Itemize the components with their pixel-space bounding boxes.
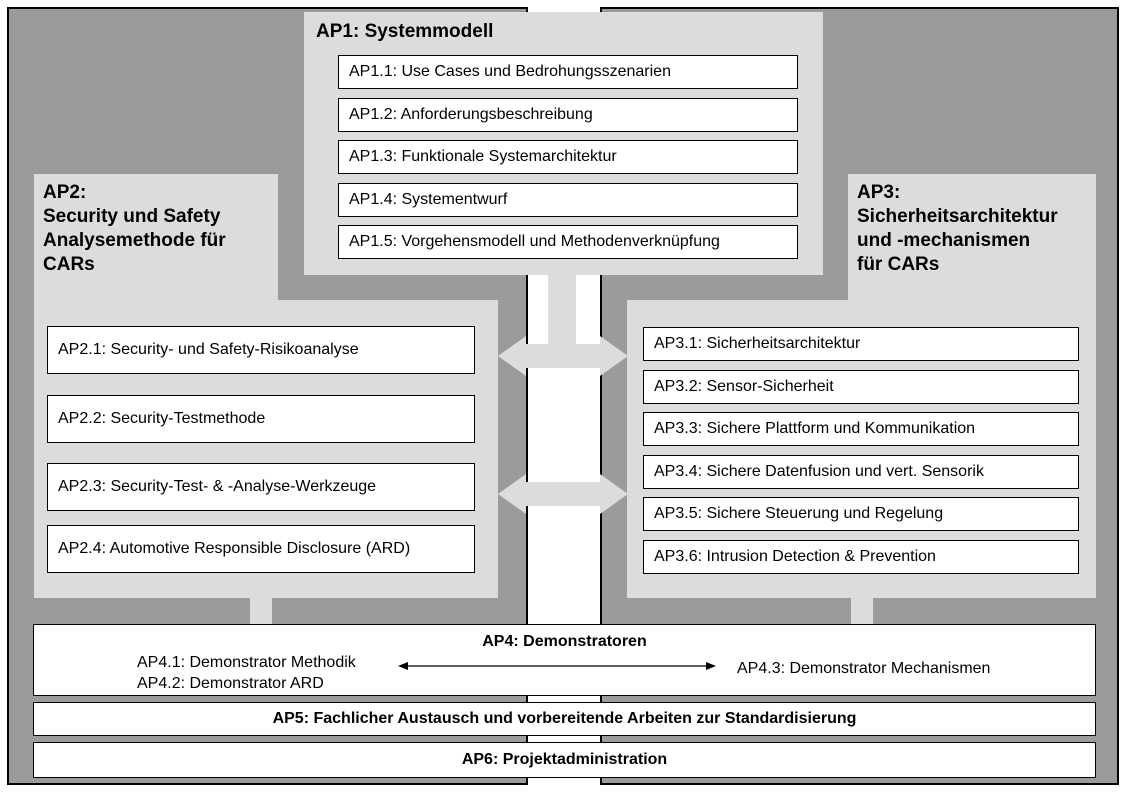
ap3-item: AP3.2: Sensor-Sicherheit	[643, 370, 1079, 404]
ap1-item: AP1.5: Vorgehensmodell und Methodenverkn…	[338, 225, 798, 259]
ap2-item: AP2.2: Security-Testmethode	[47, 395, 475, 443]
ap1-item: AP1.1: Use Cases und Bedrohungsszenarien	[338, 55, 798, 89]
ap3-panel-top	[848, 174, 1096, 304]
ap1-item: AP1.2: Anforderungsbeschreibung	[338, 98, 798, 132]
ap4-left-text: AP4.1: Demonstrator Methodik AP4.2: Demo…	[137, 654, 356, 692]
ap3-title: AP3: Sicherheitsarchitektur und -mechani…	[857, 182, 1058, 275]
ap2-panel-top	[34, 174, 278, 304]
ap1-stem-arrow	[548, 275, 576, 345]
ap3-item: AP3.3: Sichere Plattform und Kommunikati…	[643, 412, 1079, 446]
ap3-item: AP3.6: Intrusion Detection & Prevention	[643, 540, 1079, 574]
ap2-item: AP2.4: Automotive Responsible Disclosure…	[47, 525, 475, 573]
ap1-item: AP1.3: Funktionale Systemarchitektur	[338, 140, 798, 174]
ap4-title: AP4: Demonstratoren	[482, 633, 647, 650]
ap1-title: AP1: Systemmodell	[316, 21, 494, 42]
ap2-title: AP2: Security und Safety Analysemethode …	[43, 182, 226, 275]
ap5-box: AP5: Fachlicher Austausch und vorbereite…	[33, 702, 1096, 736]
ap3-item: AP3.4: Sichere Datenfusion und vert. Sen…	[643, 455, 1079, 489]
ap3-item: AP3.1: Sicherheitsarchitektur	[643, 327, 1079, 361]
ap2-item: AP2.3: Security-Test- & -Analyse-Werkzeu…	[47, 463, 475, 511]
ap3-item: AP3.5: Sichere Steuerung und Regelung	[643, 497, 1079, 531]
ap2-item: AP2.1: Security- und Safety-Risikoanalys…	[47, 326, 475, 374]
ap1-item: AP1.4: Systementwurf	[338, 183, 798, 217]
ap4-box: AP4: Demonstratoren AP4.1: Demonstrator …	[33, 624, 1096, 696]
ap6-box: AP6: Projektadministration	[33, 742, 1096, 778]
ap4-right-text: AP4.3: Demonstrator Mechanismen	[737, 660, 991, 677]
